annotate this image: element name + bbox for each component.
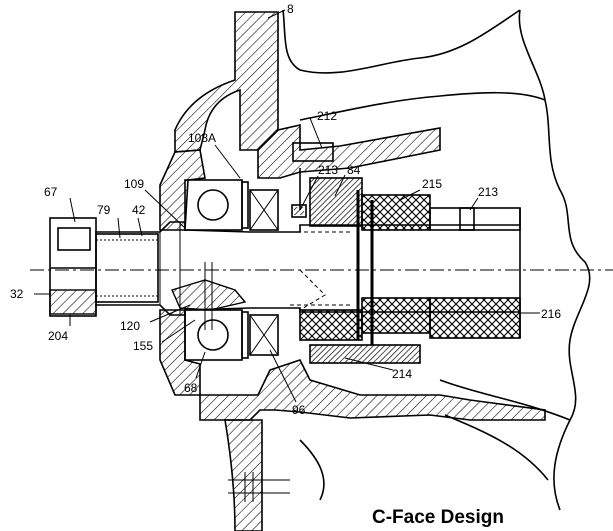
label-212: 212: [317, 109, 337, 123]
stud-detail: [171, 262, 247, 330]
rotor: [291, 142, 521, 364]
figure-caption: C-Face Design: [372, 507, 504, 528]
label-215: 215: [422, 177, 442, 191]
label-155: 155: [133, 339, 153, 353]
label-213-right: 213: [478, 185, 498, 199]
label-96: 96: [292, 403, 306, 417]
label-216: 216: [541, 307, 561, 321]
leader-lines: [34, 9, 540, 403]
motor-housing: [282, 9, 591, 511]
label-32: 32: [10, 287, 24, 301]
label-109: 109: [124, 177, 144, 191]
label-84: 84: [347, 163, 361, 177]
end-bell: [159, 11, 546, 531]
label-120: 120: [120, 319, 140, 333]
label-79: 79: [97, 203, 111, 217]
label-42: 42: [132, 203, 146, 217]
label-108a: 108A: [188, 131, 216, 145]
label-68: 68: [184, 381, 198, 395]
label-67: 67: [44, 185, 58, 199]
label-214: 214: [392, 367, 412, 381]
label-213-top: 213: [318, 163, 338, 177]
label-8: 8: [287, 2, 294, 16]
bearing-top: [184, 179, 249, 231]
bearing-bottom: [184, 309, 249, 361]
nut: [49, 217, 159, 317]
label-204: 204: [48, 329, 68, 343]
seal-top: [249, 189, 279, 231]
seal-bottom: [249, 314, 279, 356]
